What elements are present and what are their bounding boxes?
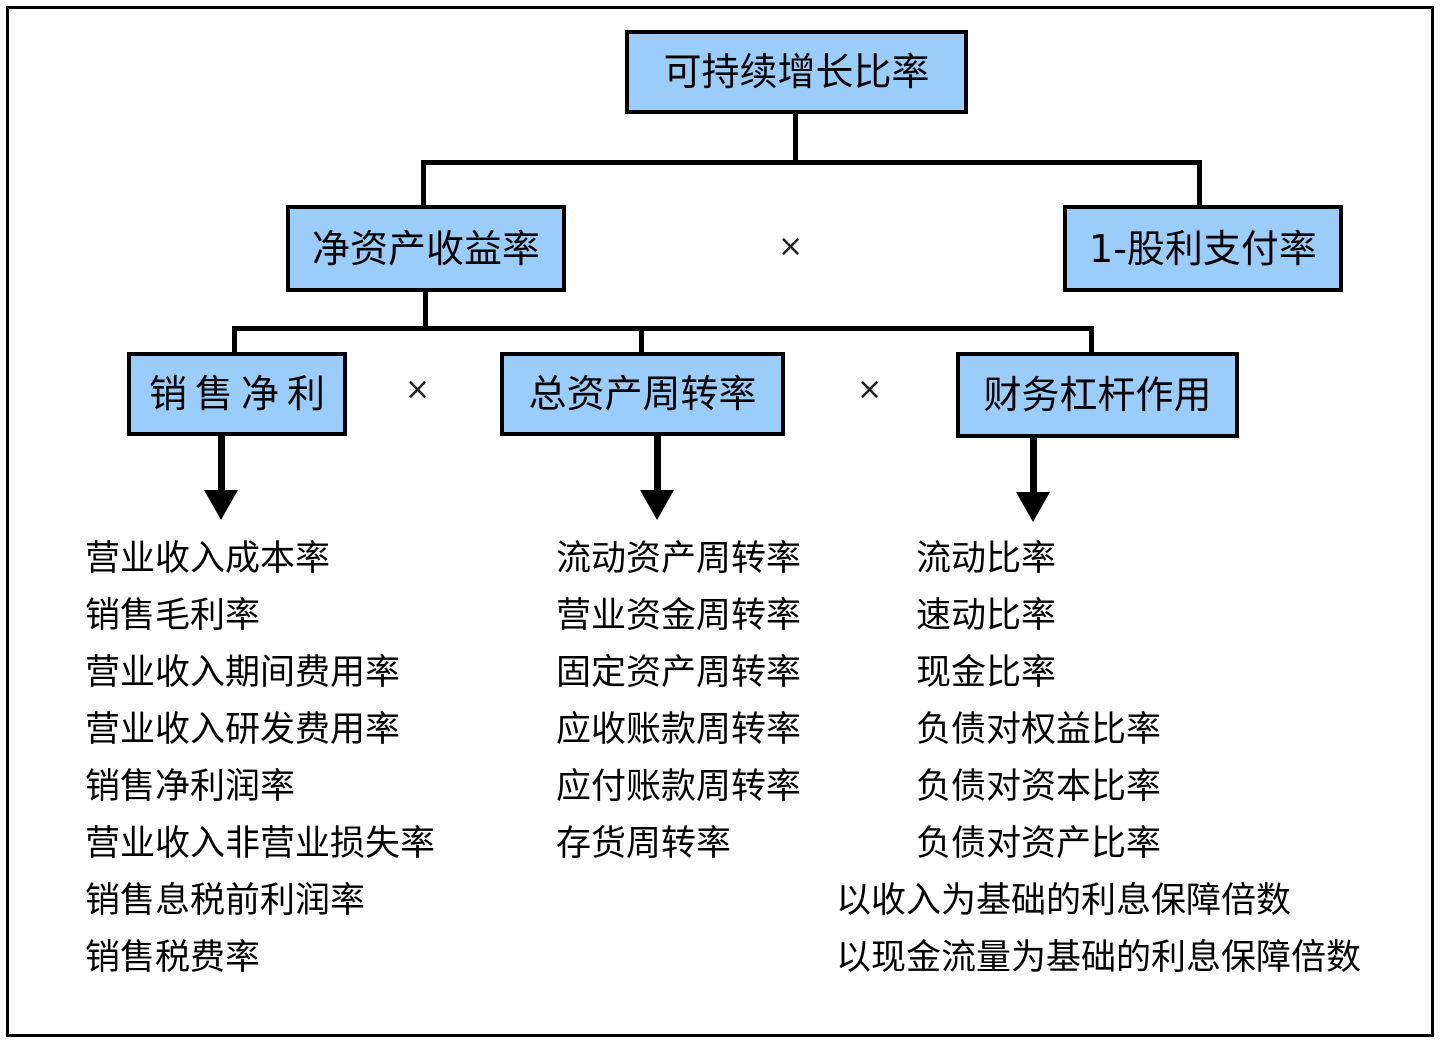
connector-roe-stem [423,292,428,330]
node-total-asset-turnover[interactable]: 总资产周转率 [500,352,785,436]
connector-row3-drop-2 [639,326,644,354]
list-item: 负债对资产比率 [916,824,1162,864]
leaf-column-2: 流动资产周转率 营业资金周转率 固定资产周转率 应收账款周转率 应付账款周转率 … [556,542,801,884]
node-label: 财务杠杆作用 [983,373,1212,417]
node-one-minus-dividend-payout[interactable]: 1-股利支付率 [1063,205,1343,292]
node-label: 销售净利 [148,372,333,416]
list-item: 销售毛利率 [85,596,261,636]
arrow-head-column-1 [204,490,238,520]
operator-multiply-row3-a: × [405,372,431,407]
connector-row2-right-drop [1197,160,1202,208]
list-item: 速动比率 [916,596,1057,636]
leaf-column-1: 营业收入成本率 销售毛利率 营业收入期间费用率 营业收入研发费用率 销售净利润率… [85,542,435,998]
list-item: 应付账款周转率 [556,767,802,807]
node-label: 总资产周转率 [528,372,757,416]
node-return-on-equity[interactable]: 净资产收益率 [286,205,566,292]
list-item: 负债对权益比率 [916,710,1162,750]
list-item: 以收入为基础的利息保障倍数 [836,881,1292,921]
list-item: 营业资金周转率 [556,596,802,636]
list-item: 负债对资本比率 [916,767,1162,807]
list-item: 销售税费率 [85,938,261,978]
connector-row3-drop-1 [232,326,237,354]
arrow-head-column-2 [640,490,674,520]
arrow-shaft-column-1 [218,436,225,498]
arrow-head-column-3 [1016,492,1050,522]
list-item: 流动资产周转率 [556,539,802,579]
list-item: 固定资产周转率 [556,653,802,693]
node-label: 净资产收益率 [311,226,540,271]
list-item: 流动比率 [916,539,1057,579]
connector-row3-bus [232,326,1094,331]
list-item: 营业收入研发费用率 [85,710,401,750]
list-item: 营业收入非营业损失率 [85,824,436,864]
connector-root-stem [793,114,798,162]
node-financial-leverage[interactable]: 财务杠杆作用 [956,352,1239,438]
connector-row2-bus [421,160,1202,165]
list-item: 现金比率 [916,653,1057,693]
list-item: 以现金流量为基础的利息保障倍数 [836,938,1362,978]
list-item: 存货周转率 [556,824,732,864]
leaf-column-3: 流动比率 速动比率 现金比率 负债对权益比率 负债对资本比率 负债对资产比率 以… [836,539,1361,998]
list-item: 营业收入成本率 [85,539,331,579]
connector-row2-left-drop [421,160,426,208]
node-label: 可持续增长比率 [663,50,930,94]
node-label: 1-股利支付率 [1089,226,1317,271]
list-item: 应收账款周转率 [556,710,802,750]
node-net-profit-margin[interactable]: 销售净利 [127,352,347,436]
operator-multiply-row3-b: × [857,372,883,407]
list-item: 营业收入期间费用率 [85,653,401,693]
node-sustainable-growth-rate[interactable]: 可持续增长比率 [625,30,968,114]
arrow-shaft-column-2 [654,436,661,498]
arrow-shaft-column-3 [1030,438,1037,500]
diagram-outer-frame [6,6,1434,1037]
list-item: 销售息税前利润率 [85,881,366,921]
operator-multiply-row2: × [778,229,804,264]
list-item: 销售净利润率 [85,767,296,807]
connector-row3-drop-3 [1089,326,1094,354]
